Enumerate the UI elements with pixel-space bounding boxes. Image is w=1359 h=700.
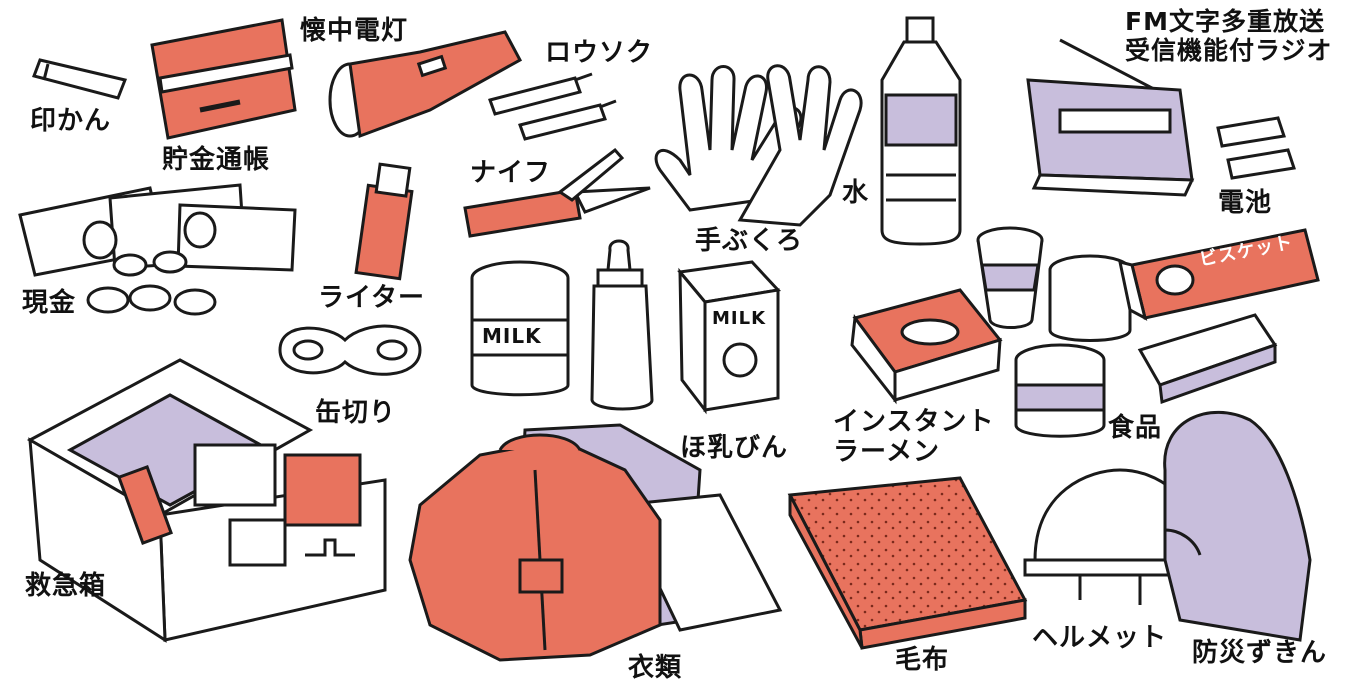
label-radio-line1: FM文字多重放送 <box>1125 7 1325 36</box>
helmet-icon <box>1023 468 1217 605</box>
label-instant-ramen-line1: インスタント <box>833 407 995 437</box>
water-bottle-icon <box>880 16 962 246</box>
candle-icon <box>488 72 617 141</box>
lighter-icon <box>354 162 414 281</box>
battery-icon <box>1216 116 1296 180</box>
first-aid-kit-icon <box>26 358 387 643</box>
label-can-opener: 缶切り <box>315 398 397 428</box>
label-water: 水 <box>842 178 870 208</box>
crackers-icon <box>1137 313 1278 405</box>
label-helmet: ヘルメット <box>1032 623 1168 653</box>
label-flashlight: 懐中電灯 <box>300 16 409 46</box>
knife-icon <box>463 147 651 238</box>
label-cash: 現金 <box>22 288 77 318</box>
baby-bottle-icon <box>590 239 654 411</box>
label-clothing: 衣類 <box>628 653 683 683</box>
milk-can-text: MILK <box>482 324 542 348</box>
milk-box-text: MILK <box>712 308 767 329</box>
label-baby-bottle: ほ乳びん <box>680 433 789 463</box>
label-battery: 電池 <box>1218 188 1273 218</box>
seal-icon <box>32 58 128 100</box>
blanket-icon <box>787 476 1028 650</box>
milk-box-icon <box>677 260 782 415</box>
label-lighter: ライター <box>318 283 425 313</box>
label-blanket: 毛布 <box>895 645 950 675</box>
label-food: 食品 <box>1108 413 1163 443</box>
gloves-icon <box>654 64 863 227</box>
label-knife: ナイフ <box>470 158 552 188</box>
label-seal: 印かん <box>30 106 112 136</box>
can-opener-icon <box>278 324 422 376</box>
label-radio-line2: 受信機能付ラジオ <box>1125 35 1333 65</box>
hood-icon <box>1163 410 1312 642</box>
label-candle: ロウソク <box>545 38 654 68</box>
canned-food-icon <box>1014 254 1132 438</box>
instant-ramen-icon <box>850 288 1003 405</box>
label-hood: 防災ずきん <box>1192 638 1328 668</box>
label-instant-ramen: インスタント ラーメン <box>833 407 995 468</box>
clothing-icon <box>408 423 783 662</box>
label-bankbook: 貯金通帳 <box>162 145 271 175</box>
milk-can-icon <box>470 260 570 397</box>
biscuit-box-icon <box>1118 228 1320 321</box>
flashlight-icon <box>328 30 523 139</box>
label-radio: FM文字多重放送 受信機能付ラジオ <box>1125 7 1333 66</box>
label-first-aid-kit: 救急箱 <box>25 571 107 601</box>
label-instant-ramen-line2: ラーメン <box>833 436 940 467</box>
radio-icon <box>1026 38 1195 197</box>
cup-noodle-icon <box>976 226 1044 329</box>
cash-icon <box>18 183 297 316</box>
bankbook-icon <box>150 18 297 140</box>
label-gloves: 手ぶくろ <box>695 226 804 256</box>
